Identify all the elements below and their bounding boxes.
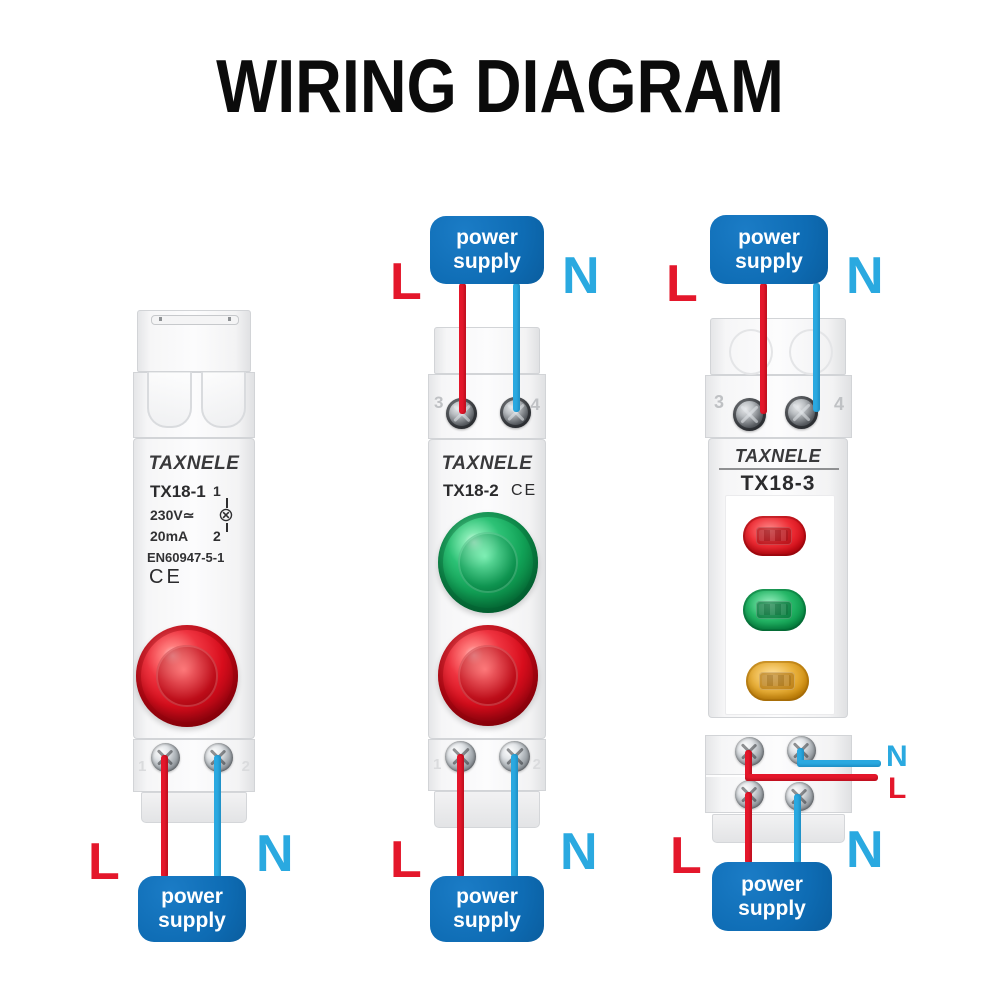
terminal-number: 1	[138, 758, 147, 775]
schematic-terminal-2: 2	[213, 528, 221, 544]
neutral-label: N	[846, 821, 884, 879]
model-text: TX18-3	[740, 472, 816, 495]
live-wire	[760, 283, 767, 414]
power-supply-box: power supply	[430, 876, 544, 942]
indicator-lamp-red	[136, 625, 238, 727]
power-supply-box: power supply	[430, 216, 544, 284]
terminal-number: 1	[433, 756, 442, 773]
mounting-tab	[147, 372, 192, 428]
module-bottom-cap	[141, 792, 247, 823]
module-top-cap	[710, 318, 846, 375]
screw-terminal-4	[785, 396, 818, 429]
neutral-wire	[513, 283, 520, 412]
module-body: TAXNELE TX18-2 CE	[428, 439, 546, 739]
current-rating-text: 20mA	[150, 528, 189, 544]
page-title: WIRING DIAGRAM	[216, 43, 784, 129]
power-supply-line2: supply	[738, 896, 806, 920]
voltage-rating-text: 230V≃	[150, 507, 195, 523]
indicator-lamp-red	[743, 516, 806, 556]
module-top-cap	[434, 327, 540, 374]
indicator-lamp-green	[438, 512, 538, 613]
module-tab-section	[133, 372, 255, 438]
model-text: TX18-2	[443, 481, 499, 500]
power-supply-line1: power	[456, 885, 518, 909]
power-supply-box: power supply	[710, 215, 828, 284]
lamp-symbol-icon: ⊗	[218, 505, 234, 526]
terminal-number: 2	[532, 756, 541, 773]
schematic-wire	[226, 498, 228, 508]
live-label: L	[390, 831, 422, 889]
live-wire	[459, 283, 466, 414]
neutral-label: N	[562, 247, 600, 305]
terminal-number: 3	[434, 393, 444, 412]
terminal-number: 3	[714, 392, 725, 412]
neutral-label: N	[846, 247, 884, 305]
neutral-wire	[511, 754, 518, 878]
neutral-label: N	[560, 823, 598, 881]
live-tap-label: L	[888, 772, 907, 805]
terminal-strip-top: 3 4	[428, 374, 546, 439]
neutral-tap-label: N	[886, 740, 908, 773]
standard-text: EN60947-5-1	[147, 550, 225, 565]
live-wire	[161, 755, 168, 878]
terminal-strip-bottom: 1 2	[133, 739, 255, 792]
live-label: L	[390, 253, 422, 311]
indicator-lamp-green	[743, 589, 806, 631]
brand-text: TAXNELE	[734, 446, 822, 466]
module-body: TAXNELE TX18-1 1 ⊗ 2 230V≃ 20mA EN60947-…	[133, 438, 255, 739]
power-supply-line2: supply	[158, 909, 226, 932]
mounting-tab	[201, 372, 246, 428]
live-wire	[745, 792, 752, 864]
power-supply-box: power supply	[712, 862, 832, 931]
power-supply-box: power supply	[138, 876, 246, 942]
terminal-strip-top: 3 4	[705, 375, 852, 438]
schematic-wire	[226, 523, 228, 532]
schematic-terminal-1: 1	[213, 483, 221, 499]
neutral-wire	[813, 283, 820, 412]
neutral-wire	[214, 755, 221, 878]
live-tap-wire	[745, 774, 878, 781]
power-supply-line2: supply	[453, 250, 521, 273]
model-text: TX18-1	[150, 482, 206, 501]
live-label: L	[666, 255, 698, 313]
neutral-tap-wire	[797, 748, 804, 767]
indicator-lamp-red	[438, 625, 538, 726]
ce-mark: CE	[511, 482, 538, 499]
live-label: L	[88, 833, 120, 891]
terminal-number: 4	[530, 395, 540, 414]
brand-text: TAXNELE	[148, 453, 240, 474]
neutral-wire	[794, 794, 801, 864]
ce-mark: CE	[149, 566, 183, 588]
cap-recess	[789, 329, 833, 375]
live-label: L	[670, 827, 702, 885]
cap-recess	[729, 329, 773, 375]
power-supply-line1: power	[161, 885, 223, 909]
live-tap-wire	[745, 750, 752, 781]
indicator-lamp-amber	[746, 661, 809, 701]
neutral-tap-wire	[797, 760, 881, 767]
power-supply-line1: power	[456, 226, 518, 250]
din-clip-slot	[151, 315, 239, 325]
module-top-cap	[137, 310, 251, 372]
module-bottom-cap	[434, 791, 540, 828]
power-supply-line2: supply	[735, 249, 803, 273]
terminal-number: 2	[241, 758, 250, 775]
power-supply-line1: power	[738, 225, 800, 249]
indicator-panel	[725, 495, 835, 715]
brand-text: TAXNELE	[441, 453, 533, 474]
label-divider	[719, 468, 839, 470]
power-supply-line2: supply	[453, 909, 521, 932]
neutral-label: N	[256, 825, 294, 883]
live-wire	[457, 754, 464, 878]
module-bottom-cap	[712, 814, 845, 843]
terminal-strip-bottom: 1 2	[428, 739, 546, 791]
module-body: TAXNELE TX18-3	[708, 438, 848, 718]
power-supply-line1: power	[741, 872, 803, 896]
terminal-number: 4	[833, 394, 844, 414]
